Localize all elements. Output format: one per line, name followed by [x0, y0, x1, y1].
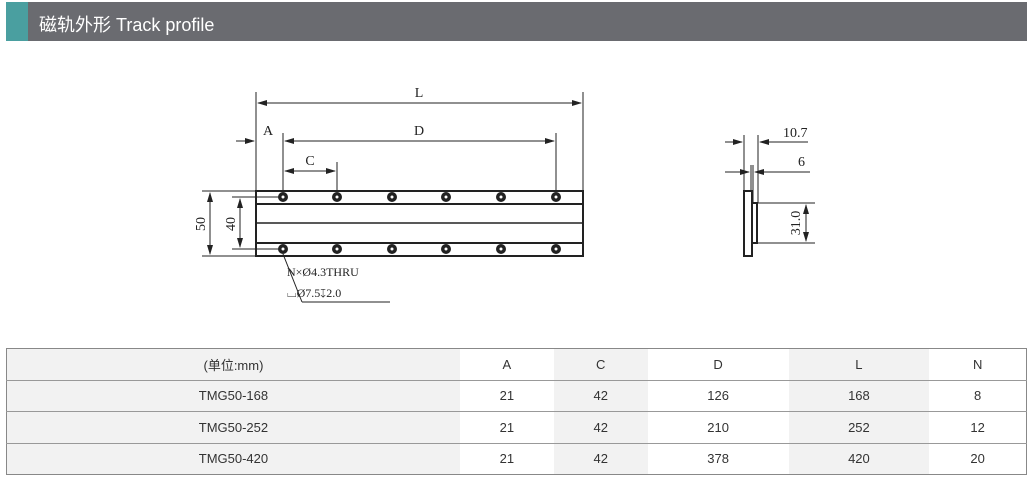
side-dim-10-7: 10.7 — [783, 126, 808, 141]
header-accent — [6, 2, 28, 41]
table-cell: 12 — [929, 411, 1027, 444]
dim-D-label: D — [414, 124, 424, 139]
dim-A-label: A — [263, 124, 274, 139]
table-cell: 42 — [553, 411, 648, 444]
table-cell: TMG50-420 — [6, 443, 460, 475]
section-header: 磁轨外形 Track profile — [6, 2, 1027, 41]
track-profile-drawing: L A D C 50 40 N×Ø4.3THRU ⌴Ø7.5↧2.0 10.7 … — [194, 86, 815, 303]
table-cell: 420 — [788, 443, 930, 475]
table-cell: 168 — [788, 380, 930, 412]
table-cell: 8 — [929, 380, 1027, 412]
table-cell: C — [553, 348, 648, 381]
table-cell: 20 — [929, 443, 1027, 475]
track-side-view — [725, 135, 815, 257]
dim-40-label: 40 — [224, 217, 239, 231]
table-cell: D — [647, 348, 789, 381]
table-cell: 42 — [553, 380, 648, 412]
table-cell: 21 — [459, 380, 554, 412]
table-cell: TMG50-168 — [6, 380, 460, 412]
table-cell: 210 — [647, 411, 789, 444]
hole-note-1: N×Ø4.3THRU — [287, 265, 359, 279]
hole-note-2: ⌴Ø7.5↧2.0 — [287, 286, 341, 300]
table-cell: TMG50-252 — [6, 411, 460, 444]
table-cell: 21 — [459, 411, 554, 444]
table-cell: 21 — [459, 443, 554, 475]
table-cell: L — [788, 348, 930, 381]
table-cell: A — [459, 348, 554, 381]
dim-C-label: C — [305, 154, 314, 169]
side-dim-6: 6 — [798, 155, 805, 170]
table-cell: 378 — [647, 443, 789, 475]
section-title: 磁轨外形 Track profile — [39, 15, 215, 35]
dim-50-label: 50 — [194, 217, 209, 231]
table-cell: N — [929, 348, 1027, 381]
table-cell: 42 — [553, 443, 648, 475]
track-front-view — [202, 92, 584, 303]
table-cell: 126 — [647, 380, 789, 412]
table-cell: (单位:mm) — [6, 348, 460, 381]
side-dim-31: 31.0 — [789, 211, 804, 236]
table-cell: 252 — [788, 411, 930, 444]
dim-L-label: L — [415, 86, 424, 101]
